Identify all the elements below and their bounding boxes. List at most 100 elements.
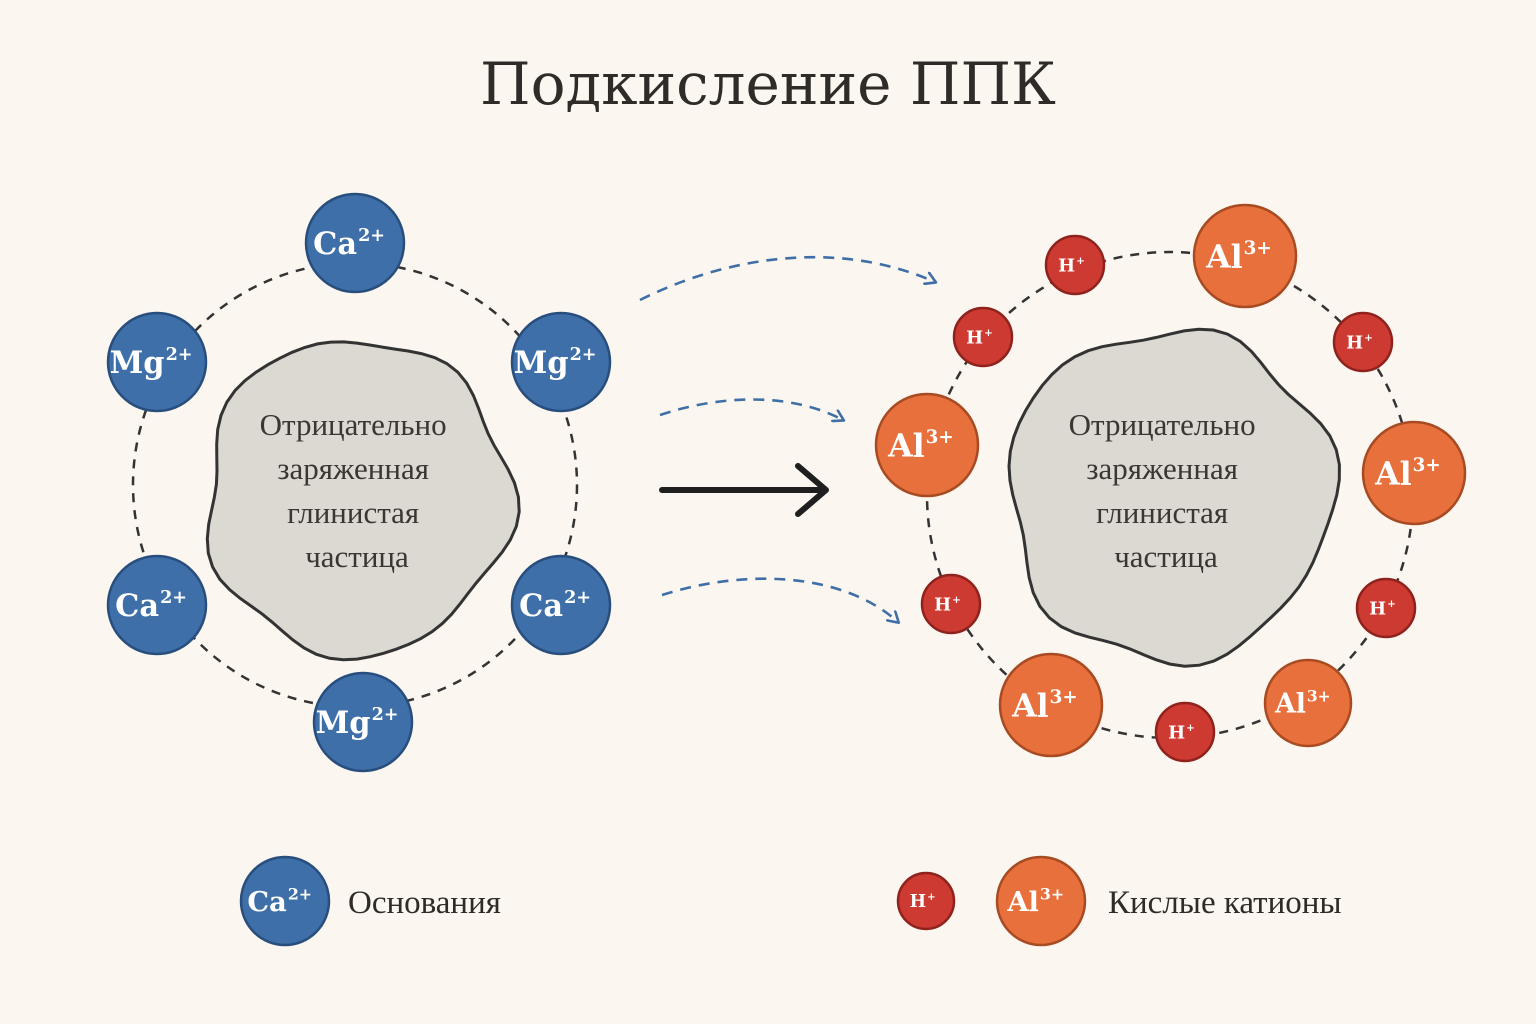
left-particle-label: Отрицательно заряженная глинистая частиц… — [260, 407, 455, 574]
right-ion-10-symbol: H — [1346, 332, 1363, 353]
right-ion-10-circle — [1332, 311, 1394, 373]
left-ion-6-label: Mg2+ — [514, 344, 597, 381]
right-ion-8: H+ — [1154, 701, 1216, 763]
right-ion-5-circle — [998, 652, 1104, 758]
right-ion-7-symbol: Al — [1274, 689, 1306, 720]
right-ion-8-circle — [1154, 701, 1216, 763]
right-particle-line-3: глинистая — [1096, 495, 1228, 530]
right-ion-9-symbol: Al — [1374, 455, 1412, 492]
left-ion-1-symbol: Ca — [313, 226, 357, 262]
exchange-arrow-bottom — [661, 577, 898, 622]
right-ion-4-symbol: H — [966, 327, 983, 348]
right-ion-5-charge: 3+ — [1050, 687, 1078, 708]
left-ion-2: Mg2+ — [106, 311, 208, 413]
legend-base-ion-badge: Ca2+ — [239, 855, 331, 947]
legend-h-ion-badge: H+ — [896, 871, 956, 931]
left-particle-line-4: частица — [305, 539, 409, 574]
right-particle-line-1: Отрицательно — [1069, 407, 1256, 442]
left-ion-1-charge: 2+ — [358, 225, 385, 246]
right-ion-2-label: H+ — [1058, 255, 1085, 277]
right-ion-10: H+ — [1332, 311, 1394, 373]
legend-bases-label: Основания — [348, 885, 501, 921]
right-ion-6-circle — [920, 573, 982, 635]
left-ion-4-label: Mg2+ — [316, 704, 399, 741]
left-ion-2-circle — [106, 311, 208, 413]
left-ion-group: Ca2+Mg2+Ca2+Mg2+Ca2+Mg2+ — [106, 192, 612, 773]
right-ion-5-label: Al3+ — [1011, 687, 1078, 724]
right-ion-11: H+ — [1355, 577, 1417, 639]
left-ion-4: Mg2+ — [312, 671, 414, 773]
legend: Ca2+ Основания H+ Al3+ Кислые катионы — [239, 855, 1342, 947]
left-ion-1-label: Ca2+ — [313, 225, 385, 262]
legend-al-ion-badge-label: Al3+ — [1006, 884, 1064, 918]
left-ion-5-charge: 2+ — [564, 587, 591, 608]
right-ion-7-circle — [1263, 658, 1353, 748]
left-ion-2-symbol: Mg — [110, 345, 165, 381]
legend-h-ion-badge-label: H+ — [910, 892, 936, 912]
left-ion-5-symbol: Ca — [519, 588, 563, 624]
right-ion-7: Al3+ — [1263, 658, 1353, 748]
right-ion-11-charge: + — [1387, 598, 1396, 610]
right-complex: Отрицательно заряженная глинистая частиц… — [874, 203, 1467, 763]
left-ion-6-charge: 2+ — [570, 344, 597, 365]
left-ion-6: Mg2+ — [510, 311, 612, 413]
left-ion-3: Ca2+ — [106, 554, 208, 656]
left-ion-3-label: Ca2+ — [115, 587, 187, 624]
right-ion-8-symbol: H — [1168, 722, 1185, 743]
left-ion-3-charge: 2+ — [160, 587, 187, 608]
left-ion-3-circle — [106, 554, 208, 656]
right-ion-4-label: H+ — [966, 327, 993, 349]
legend-acids-label: Кислые катионы — [1108, 885, 1342, 921]
legend-base-ion-badge-charge: 2+ — [288, 884, 312, 903]
page-title: Подкисление ППК — [480, 50, 1056, 118]
right-ion-4: H+ — [952, 306, 1014, 368]
left-clay-particle — [205, 340, 521, 662]
left-ion-5-label: Ca2+ — [519, 587, 591, 624]
right-clay-particle — [1007, 327, 1341, 668]
right-ion-2-symbol: H — [1058, 255, 1075, 276]
left-ion-1: Ca2+ — [304, 192, 406, 294]
left-ion-1-circle — [304, 192, 406, 294]
right-ion-1-circle — [1192, 203, 1298, 309]
left-complex: Отрицательно заряженная глинистая частиц… — [106, 192, 612, 773]
right-ion-6-symbol: H — [934, 594, 951, 615]
main-transition-arrow — [659, 463, 829, 517]
right-ion-9: Al3+ — [1361, 420, 1467, 526]
right-ion-5: Al3+ — [998, 652, 1104, 758]
right-ion-9-charge: 3+ — [1413, 455, 1441, 476]
left-particle-line-1: Отрицательно — [260, 407, 447, 442]
left-particle-line-3: глинистая — [287, 495, 419, 530]
right-ion-3-symbol: Al — [887, 427, 925, 464]
right-ion-3-charge: 3+ — [926, 427, 954, 448]
legend-base-ion: Ca2+ — [239, 855, 331, 947]
right-ion-11-circle — [1355, 577, 1417, 639]
right-ion-8-label: H+ — [1168, 722, 1195, 744]
right-ion-3-circle — [874, 392, 980, 498]
legend-al-ion-badge-charge: 3+ — [1040, 884, 1064, 903]
legend-al-ion-badge: Al3+ — [995, 855, 1087, 947]
right-ion-2-charge: + — [1076, 255, 1085, 267]
right-ion-5-symbol: Al — [1011, 687, 1049, 724]
legend-h-ion: H+ — [896, 871, 956, 931]
right-ion-9-circle — [1361, 420, 1467, 526]
right-ion-10-label: H+ — [1346, 332, 1373, 354]
left-ion-6-symbol: Mg — [514, 345, 569, 381]
right-ion-11-symbol: H — [1369, 598, 1386, 619]
legend-h-ion-badge-circle — [896, 871, 956, 931]
right-particle-line-2: заряженная — [1086, 451, 1238, 486]
right-ion-11-label: H+ — [1369, 598, 1396, 620]
left-particle-line-2: заряженная — [277, 451, 429, 486]
exchange-arrow-top — [639, 255, 935, 302]
left-ion-6-circle — [510, 311, 612, 413]
legend-base-ion-badge-circle — [239, 855, 331, 947]
legend-al-ion-badge-symbol: Al — [1006, 886, 1039, 918]
legend-h-ion-badge-charge: + — [927, 892, 935, 903]
left-ion-4-circle — [312, 671, 414, 773]
right-ion-2-circle — [1044, 234, 1106, 296]
right-ion-6-label: H+ — [934, 594, 961, 616]
left-ion-5-circle — [510, 554, 612, 656]
legend-h-ion-badge-symbol: H — [910, 892, 926, 912]
right-ion-group: Al3+H+Al3+H+Al3+H+Al3+H+Al3+H+H+ — [874, 203, 1467, 763]
right-ion-6: H+ — [920, 573, 982, 635]
